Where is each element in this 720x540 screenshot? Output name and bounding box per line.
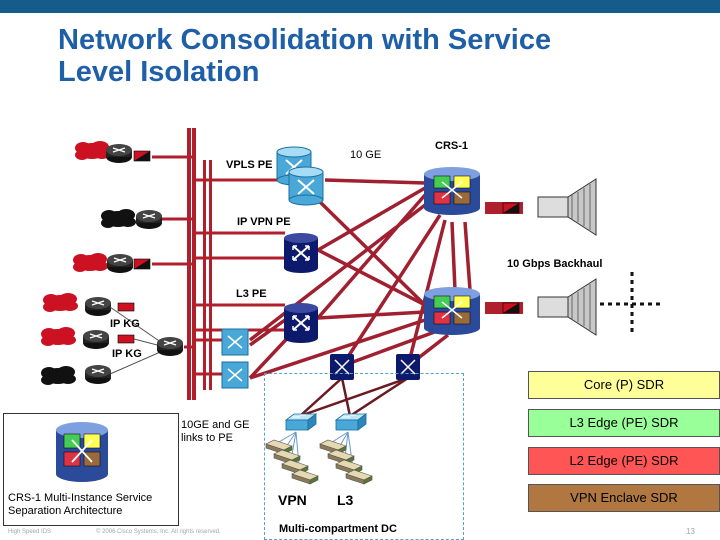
switch-router-icon bbox=[283, 302, 319, 344]
speaker-icon bbox=[537, 178, 597, 236]
backhaul-links bbox=[485, 202, 523, 314]
cloud-icon bbox=[75, 141, 110, 160]
label-ip-kg-2: IP KG bbox=[112, 348, 142, 360]
label-links-line-1: 10GE and GE bbox=[181, 419, 250, 431]
pe-edge-routers bbox=[221, 328, 249, 389]
site-1 bbox=[75, 141, 151, 164]
label-10ge: 10 GE bbox=[350, 149, 382, 161]
crs1-chassis-icon bbox=[423, 166, 481, 216]
backhaul-dots bbox=[600, 272, 660, 332]
speaker-icon bbox=[537, 278, 597, 336]
legend-l2-edge-sdr: L2 Edge (PE) SDR bbox=[528, 447, 720, 475]
legend-core-p-sdr: Core (P) SDR bbox=[528, 371, 720, 399]
cloud-icon bbox=[101, 209, 136, 228]
label-ip-kg-1: IP KG bbox=[110, 318, 140, 330]
switch-router-icon bbox=[283, 232, 319, 274]
title-line-2: Level Isolation bbox=[58, 56, 260, 88]
label-links-to-pe: 10GE and GE links to PE bbox=[181, 419, 250, 445]
multi-compartment-dc-box bbox=[264, 373, 464, 540]
router-icon bbox=[84, 364, 112, 385]
cloud-icon bbox=[73, 253, 108, 272]
crs1-inset-panel: CRS-1 Multi-Instance Service Separation … bbox=[3, 413, 179, 526]
footer-left: High Speed IDS bbox=[8, 529, 52, 535]
label-backhaul: 10 Gbps Backhaul bbox=[507, 258, 603, 270]
label-crs1: CRS-1 bbox=[435, 140, 469, 152]
mesh-links bbox=[248, 178, 472, 380]
dc-uplinks bbox=[299, 376, 409, 418]
site-4 bbox=[41, 293, 184, 385]
label-l3-pe: L3 PE bbox=[236, 288, 267, 300]
title-line-1: Network Consolidation with Service bbox=[58, 24, 552, 56]
label-links-line-2: links to PE bbox=[181, 432, 233, 444]
footer-page-number: 13 bbox=[686, 527, 695, 536]
slide-title: Network Consolidation with Service Level… bbox=[58, 24, 658, 88]
router-icon bbox=[135, 209, 163, 230]
label-l3: L3 bbox=[337, 492, 354, 508]
encryptor-icon bbox=[133, 258, 151, 270]
cloud-icon bbox=[41, 327, 76, 346]
site-3 bbox=[73, 253, 151, 274]
site-2 bbox=[101, 209, 163, 230]
label-vpn: VPN bbox=[278, 492, 307, 508]
router-icon bbox=[106, 253, 134, 274]
router-icon bbox=[84, 296, 112, 317]
inset-line-1: CRS-1 Multi-Instance Service bbox=[8, 492, 153, 504]
header-bar bbox=[0, 0, 720, 13]
cloud-icon bbox=[43, 293, 78, 312]
label-ip-vpn-pe: IP VPN PE bbox=[237, 216, 291, 228]
cloud-icon bbox=[41, 366, 76, 385]
legend-vpn-enclave-sdr: VPN Enclave SDR bbox=[528, 484, 720, 512]
vpls-pe bbox=[276, 146, 324, 206]
crs1-chassis-icon bbox=[423, 286, 481, 336]
inset-line-2: Separation Architecture bbox=[8, 505, 123, 517]
router-icon bbox=[156, 336, 184, 357]
label-vpls-pe: VPLS PE bbox=[226, 159, 273, 171]
router-icon bbox=[82, 329, 110, 350]
crs1-inset-icon bbox=[56, 422, 108, 482]
footer-copyright: © 2006 Cisco Systems, Inc. All rights re… bbox=[96, 529, 221, 535]
label-multi-compartment-dc: Multi-compartment DC bbox=[279, 523, 397, 535]
legend-l3-edge-sdr: L3 Edge (PE) SDR bbox=[528, 409, 720, 437]
router-icon bbox=[105, 143, 133, 164]
inset-caption: CRS-1 Multi-Instance Service Separation … bbox=[8, 492, 152, 518]
switch-router-icon bbox=[288, 166, 324, 206]
encryptor-icon bbox=[133, 150, 151, 162]
